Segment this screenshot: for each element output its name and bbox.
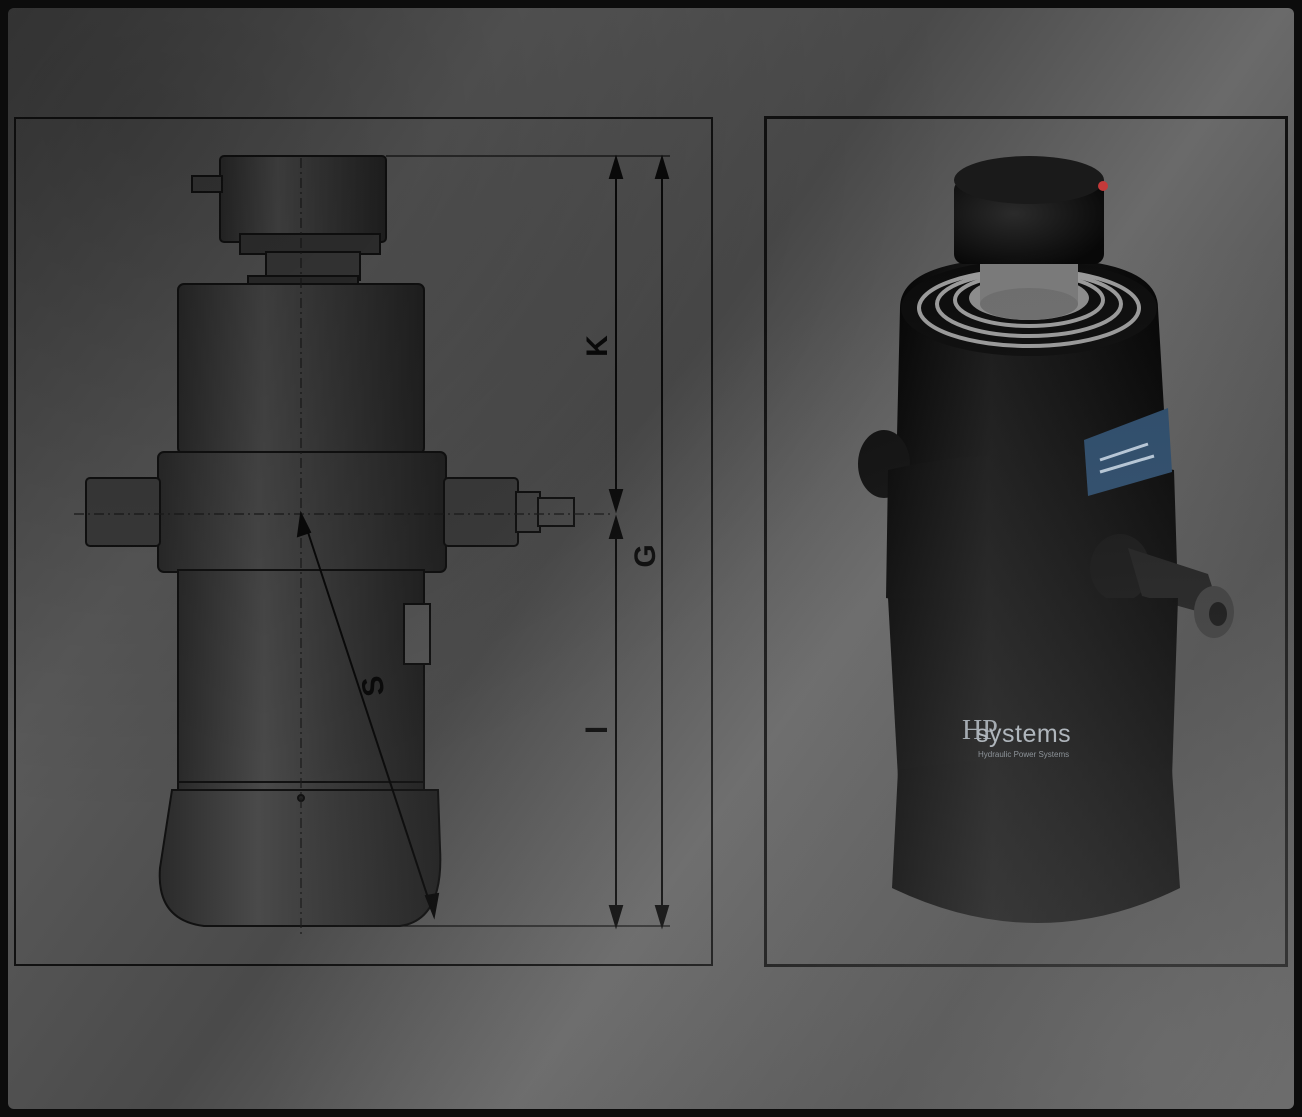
cylinder-product-render bbox=[764, 116, 1288, 967]
brand-logo-mark: HP bbox=[962, 715, 998, 746]
cylinder-drawing bbox=[85, 155, 575, 927]
dimension-label-l: l bbox=[581, 725, 614, 735]
technical-drawing-panel bbox=[14, 117, 713, 966]
image-frame: K G S l HP systems Hydraulic Power Syste… bbox=[8, 8, 1294, 1109]
dimension-label-k: K bbox=[581, 335, 614, 357]
technical-drawing bbox=[74, 116, 1288, 967]
brand-logo-tagline: Hydraulic Power Systems bbox=[978, 750, 1070, 759]
dimension-label-g: G bbox=[629, 544, 662, 568]
brand-logo-name: systems bbox=[976, 720, 1072, 748]
product-render-panel bbox=[765, 117, 1287, 966]
dimension-label-s: S bbox=[355, 673, 392, 699]
